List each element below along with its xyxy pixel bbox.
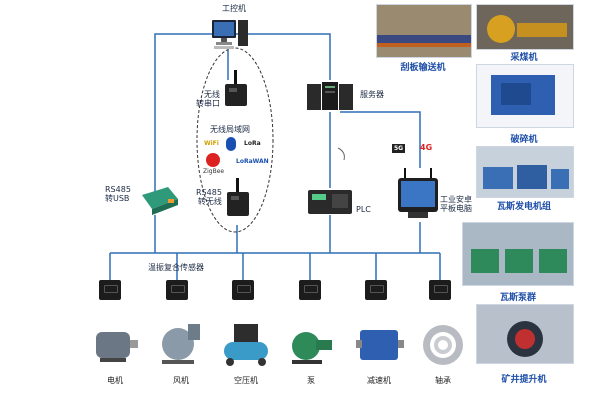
vibration-sensor-icon: [166, 280, 188, 300]
bearing-icon: [420, 322, 466, 368]
equipment-label: 减速机: [367, 376, 391, 385]
air-compressor-icon: [220, 318, 272, 368]
line-server-tablet: [340, 111, 421, 168]
lorawan-icon: LoRaWAN: [236, 158, 269, 165]
rs485-usb-module-icon: [138, 185, 180, 215]
plc-label: PLC: [356, 205, 371, 214]
wireless-arc-icon: [337, 147, 345, 161]
tablet-label: 工业安卓 平板电脑: [440, 195, 472, 214]
wireless-serial-module-icon: [222, 70, 250, 108]
vibration-sensor-icon: [429, 280, 451, 300]
zigbee-label: ZigBee: [203, 168, 225, 175]
equipment-label: 空压机: [234, 376, 258, 385]
wifi-icon: WiFi: [204, 140, 219, 147]
pump-icon: [286, 322, 336, 368]
photo-title: 破碎机: [510, 135, 538, 145]
bluetooth-icon: [226, 137, 236, 151]
rs485-wireless-label: RS485 转无线: [196, 188, 222, 207]
vibration-sensor-icon: [299, 280, 321, 300]
server-label: 服务器: [360, 90, 384, 99]
photo-title: 瓦斯发电机组: [496, 202, 551, 212]
vibration-sensor-icon: [232, 280, 254, 300]
photo-title: 刮板输送机: [400, 63, 446, 73]
tablet-icon: [398, 168, 438, 222]
wireless-network-ellipse: [196, 47, 274, 233]
lora-icon: LoRa: [244, 140, 261, 147]
photo-title: 矿井提升机: [501, 375, 547, 385]
equipment-label: 风机: [173, 376, 189, 385]
plc-icon: [308, 188, 352, 216]
photo-title: 瓦斯泵群: [499, 293, 536, 303]
photo-title: 采煤机: [510, 53, 538, 63]
ipc-icon: [210, 18, 250, 50]
wlan-label: 无线局域网: [210, 125, 250, 134]
equipment-label: 轴承: [435, 376, 451, 385]
crusher-photo: [476, 64, 574, 128]
4g-badge: 4G: [420, 143, 433, 152]
reducer-icon: [354, 322, 404, 368]
vibration-sensor-icon: [99, 280, 121, 300]
sensor-bus-label: 温振复合传感器: [148, 263, 204, 272]
scraper-conveyor-photo: [376, 4, 472, 58]
shearer-photo: [476, 4, 574, 50]
motor-icon: [90, 320, 140, 368]
mine-hoist-photo: [476, 304, 574, 364]
rs485-wireless-module-icon: [224, 178, 252, 220]
line-ipc-left: [154, 33, 331, 200]
gas-generator-photo: [476, 146, 574, 198]
fan-icon: [156, 322, 206, 368]
zigbee-logo-icon: [206, 153, 220, 167]
wireless-serial-label: 无线 转串口: [196, 90, 220, 109]
rs485-usb-label: RS485 转USB: [105, 185, 131, 204]
equipment-label: 电机: [107, 376, 123, 385]
ipc-label: 工控机: [222, 4, 246, 13]
gas-pump-group-photo: [462, 222, 574, 286]
vibration-sensor-icon: [365, 280, 387, 300]
server-icon: [305, 80, 355, 112]
5g-badge: 5G: [392, 144, 406, 153]
equipment-label: 泵: [307, 376, 315, 385]
